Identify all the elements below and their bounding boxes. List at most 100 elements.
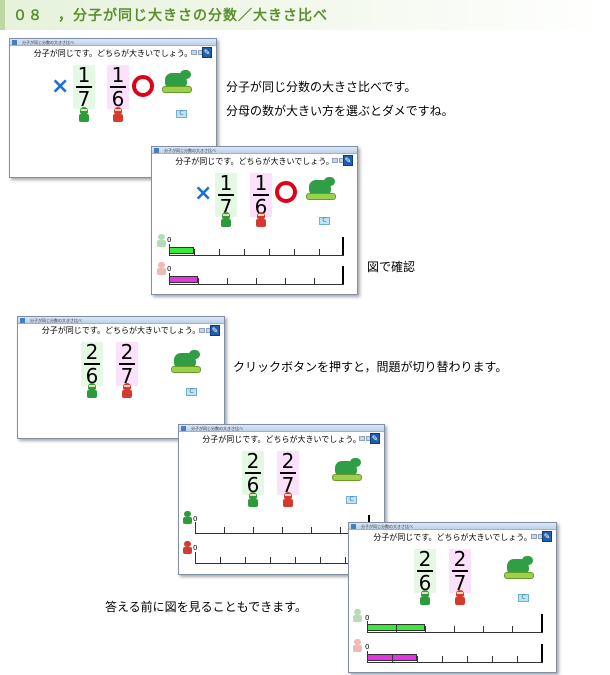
app-icon [154,148,159,153]
caption-4: 答える前に図を見ることもできます。 [105,600,307,614]
dragon-icon [504,556,534,580]
check-button[interactable]: C [346,496,357,504]
pencil-icon[interactable]: ✎ [210,325,220,336]
minimize-button[interactable] [191,50,197,55]
app-icon [181,426,186,431]
caption-2: 図で確認 [367,260,416,274]
green-ninja-icon [420,590,430,605]
dragon-icon [332,458,362,482]
fraction-numerator: 2 [85,340,99,364]
app-icon [12,40,17,45]
question-text: 分子が同じです。どちらが大きいでしょう。 [373,533,532,542]
minimize-button[interactable] [359,436,365,441]
fraction-denominator: 6 [246,473,260,497]
app-icon [20,318,25,323]
section-header: ０８ ，分子が同じ大きさの分数／大きさ比べ [0,0,610,30]
check-button[interactable]: C [186,388,197,396]
fraction-numerator: 2 [453,547,467,571]
green-ninja-icon [353,609,362,622]
fraction-denominator: 7 [77,87,91,111]
fraction-denominator: 6 [111,87,125,111]
green-ninja-icon [183,511,192,524]
number-line-one [541,644,543,663]
number-line-zero: 0 [193,515,198,523]
check-button[interactable]: C [518,594,529,602]
fraction-numerator: 2 [246,449,260,473]
red-ninja-icon [256,212,266,227]
question-text: 分子が同じです。どちらが大きいでしょう。 [33,49,193,58]
window-titlebar: 分子が同じ分数の大きさ比べ [18,317,224,333]
fraction-numerator: 2 [281,449,295,473]
red-ninja-icon [183,541,192,554]
green-ninja-icon [157,234,166,247]
window-titlebar: 分子が同じ分数の大きさ比べ [152,147,357,163]
window-title: 分子が同じ分数の大きさ比べ [361,524,413,529]
fraction-numerator: 1 [254,171,268,195]
question-text: 分子が同じです。どちらが大きいでしょう。 [202,435,361,444]
number-line-zero: 0 [365,643,370,651]
window-title: 分子が同じ分数の大きさ比べ [30,318,82,323]
number-line-one [342,266,344,285]
red-ninja-icon [283,492,293,507]
number-line-zero: 0 [167,236,172,244]
pencil-icon[interactable]: ✎ [542,531,552,542]
cross-mark-icon: × [51,74,70,99]
window-titlebar: 分子が同じ分数の大きさ比べ [349,523,556,539]
minimize-button[interactable] [332,158,338,163]
app-window-2: 分子が同じ分数の大きさ比べ 分子が同じです。どちらが大きいでしょう。 ✎ × 1… [151,146,358,295]
pencil-icon[interactable]: ✎ [343,155,353,166]
correct-circle-icon [275,181,297,203]
green-ninja-icon [79,107,89,122]
window-title: 分子が同じ分数の大きさ比べ [191,426,243,431]
red-ninja-icon [455,590,465,605]
red-ninja-icon [113,107,123,122]
window-controls[interactable] [331,148,355,163]
fraction-denominator: 7 [453,571,467,595]
dragon-icon [306,177,336,201]
window-controls[interactable] [198,318,222,333]
app-window-1: 分子が同じ分数の大きさ比べ 分子が同じです。どちらが大きいでしょう。 ✎ × 1… [9,38,217,178]
green-ninja-icon [87,383,97,398]
pencil-icon[interactable]: ✎ [370,433,380,444]
red-ninja-icon [157,262,166,275]
caption-3: クリックボタンを押すと，問題が切り替わります。 [233,360,508,374]
cross-mark-icon: × [194,181,213,206]
correct-circle-icon [132,75,154,97]
check-button[interactable]: C [319,217,330,225]
minimize-button[interactable] [199,328,205,333]
caption-1a: 分子が同じ分数の大きさ比べです。 [226,80,417,94]
fraction-numerator: 1 [77,63,91,87]
window-title: 分子が同じ分数の大きさ比べ [22,40,74,45]
fraction-numerator: 2 [418,547,432,571]
fraction-denominator: 6 [85,364,99,388]
fraction-numerator: 1 [219,171,233,195]
window-controls[interactable] [358,426,382,441]
minimize-button[interactable] [531,534,537,539]
fraction-numerator: 2 [120,340,134,364]
window-titlebar: 分子が同じ分数の大きさ比べ [179,425,384,441]
red-ninja-icon [122,383,132,398]
number-line-zero: 0 [193,544,198,552]
dragon-icon [162,70,192,94]
window-controls[interactable] [190,40,214,55]
number-line-one [342,237,344,256]
number-line-zero: 0 [167,265,172,273]
question-text: 分子が同じです。どちらが大きいでしょう。 [175,157,334,166]
check-button[interactable]: C [176,110,187,118]
fraction-denominator: 7 [281,473,295,497]
window-controls[interactable] [530,524,554,539]
pencil-icon[interactable]: ✎ [202,47,212,58]
red-ninja-icon [353,639,362,652]
